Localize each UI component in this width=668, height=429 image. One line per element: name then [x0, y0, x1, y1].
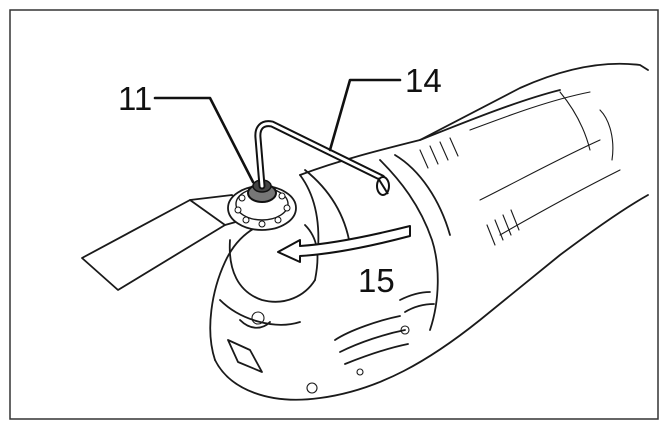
callout-15: 15 — [358, 262, 395, 299]
arrow-left-icon — [277, 225, 411, 263]
callout-11: 11 — [118, 80, 152, 117]
leader-line-14 — [328, 78, 402, 152]
hex-key-icon — [254, 120, 390, 196]
leader-line-11 — [153, 96, 255, 184]
figure-frame — [9, 9, 659, 420]
callout-14: 14 — [405, 62, 442, 99]
tool-body — [209, 62, 649, 401]
